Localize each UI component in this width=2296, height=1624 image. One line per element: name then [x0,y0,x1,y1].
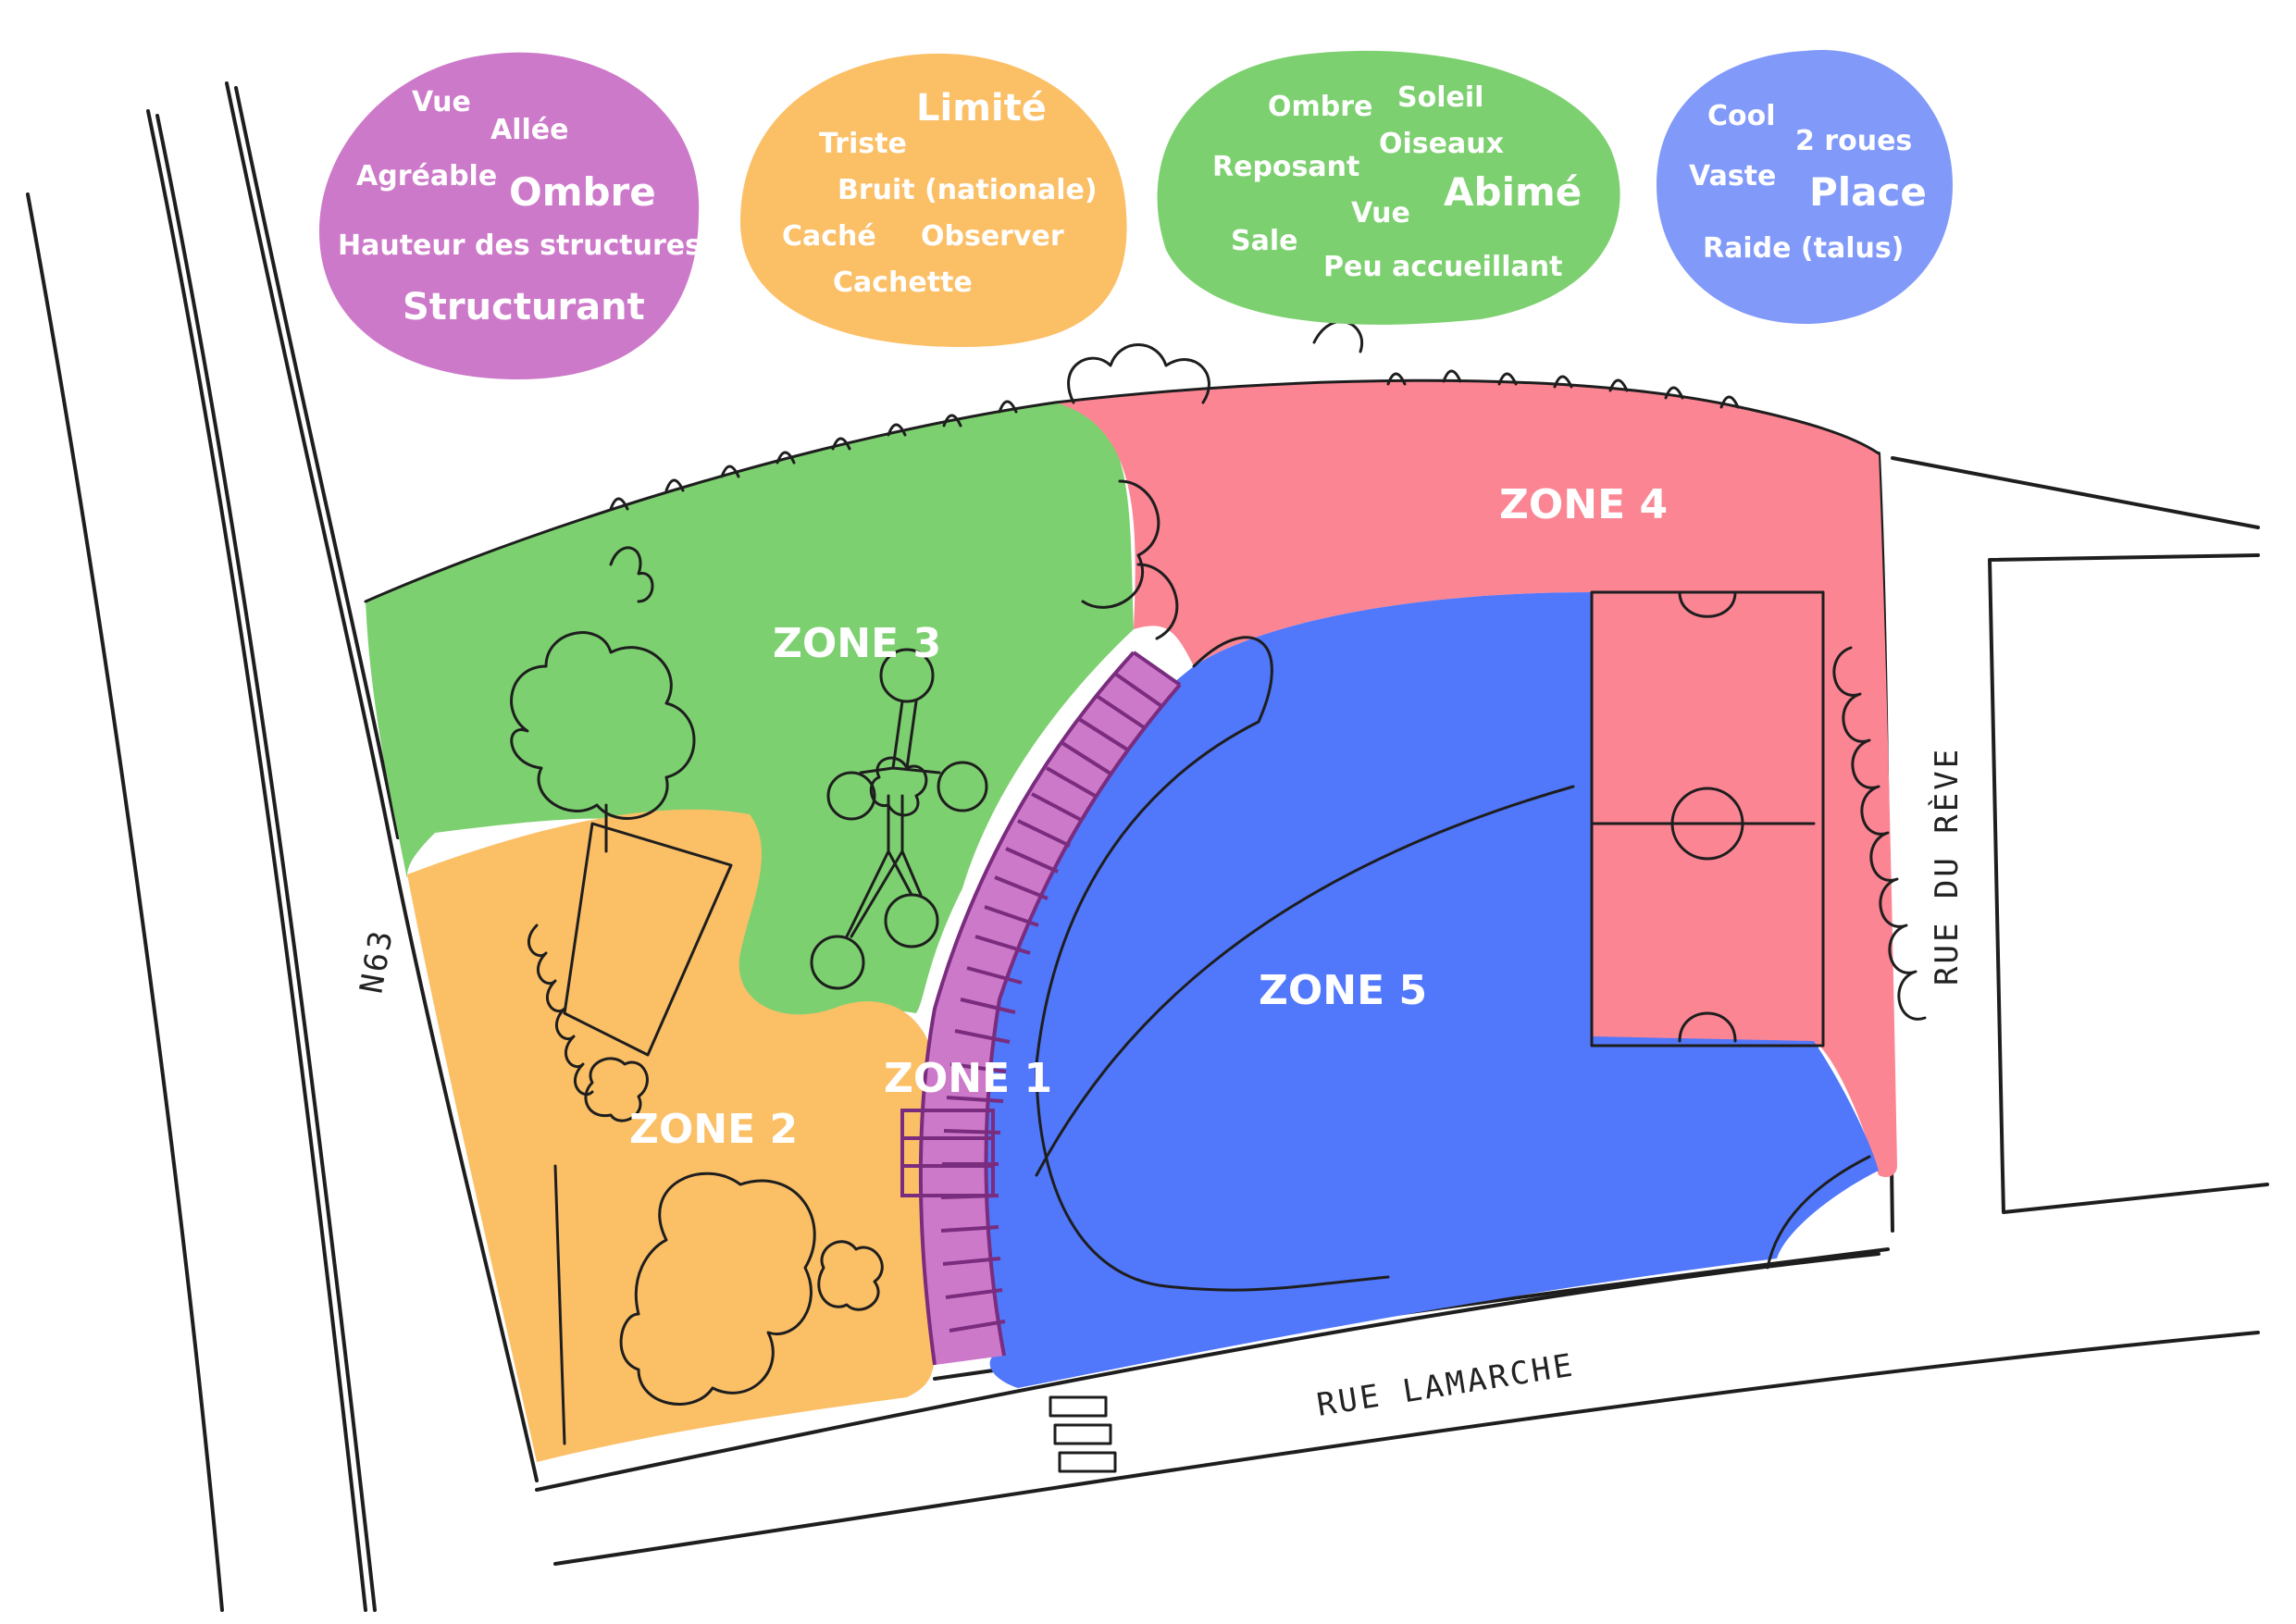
bubble-purple [319,52,700,380]
blue-zone-path [1035,636,1390,1292]
crosswalk [1049,1395,1117,1473]
bubble-orange [740,53,1127,348]
word: Hauteur des structures [338,229,701,262]
zone-1-label: ZONE 1 [884,1055,1052,1102]
hedge-right [1832,646,1927,1021]
word: Vue [412,86,471,118]
road-n63 [26,81,539,1612]
zone-5-area [983,592,1879,1388]
word: Peu accueillant [1323,251,1562,283]
street-label-rue-lamarche: RUE LAMARCHE [1314,1346,1577,1424]
zone-1-steps [900,651,1182,1366]
word: Limité [916,87,1047,130]
street-label-rue-du-reve: RUE DU RÈVE [1928,747,1966,986]
zone-2-label: ZONE 2 [629,1106,798,1153]
word: Cachette [833,267,973,299]
word: Vue [1351,197,1410,229]
bubble-green [1157,50,1620,325]
blue-zone-line [1035,785,1575,1177]
bubble-green-words: Ombre Soleil Oiseaux Reposant Abimé Vue … [1212,81,1582,283]
bubble-blue-words: Cool 2 roues Vaste Place Raide (talus) [1689,100,1927,265]
word: Place [1809,169,1927,215]
zone-3-label: ZONE 3 [773,620,941,667]
word: Cool [1707,100,1776,132]
features-zone-2 [527,822,884,1445]
sports-field-markings [1590,590,1825,1048]
word: Ombre [1268,91,1372,123]
word: Abimé [1444,169,1582,215]
word: Sale [1231,225,1297,257]
word: Agréable [356,160,497,192]
bubble-orange-words: Limité Triste Bruit (nationale) Caché Ob… [782,87,1098,299]
bubble-purple-words: Vue Allée Agréable Ombre Hauteur des str… [338,86,701,329]
word: Allée [490,114,568,146]
word: Ombre [509,169,656,215]
zone-4-label: ZONE 4 [1499,481,1668,528]
sports-field [1592,592,1823,1046]
word: Structurant [403,286,645,329]
zone-3-area [366,403,1134,1023]
word: Oiseaux [1379,128,1504,160]
word: 2 roues [1795,125,1912,157]
word: Raide (talus) [1703,232,1904,265]
word: Bruit (nationale) [838,174,1098,206]
word: Soleil [1397,81,1483,114]
zone-5-label: ZONE 5 [1259,967,1427,1014]
structure-zone-3 [810,648,988,990]
corner-curve [1766,1155,1871,1270]
word: Reposant [1212,151,1359,183]
bubble-blue-light [1657,49,1953,324]
word: Triste [819,128,907,160]
word: Caché [782,220,876,253]
street-label-n63: N63 [353,925,401,996]
word: Observer [921,220,1064,253]
word: Vaste [1689,160,1776,192]
